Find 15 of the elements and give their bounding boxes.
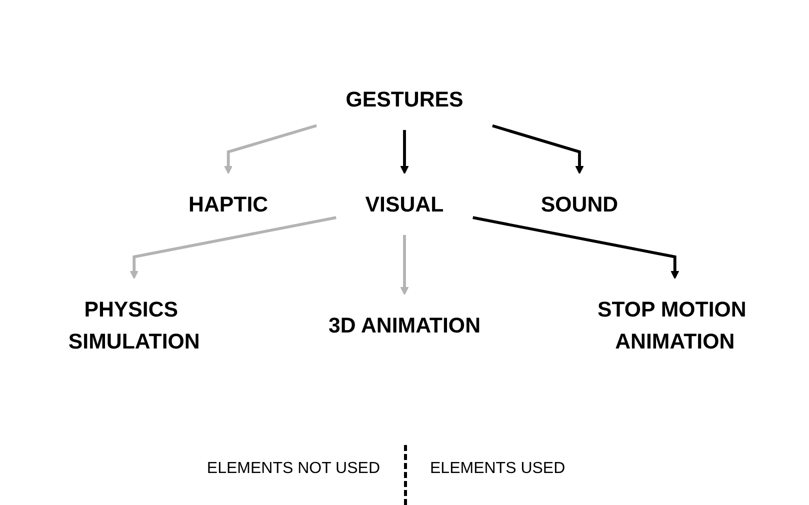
arrow bbox=[224, 124, 317, 174]
node-label: 3D ANIMATION bbox=[328, 312, 481, 338]
arrow bbox=[472, 216, 680, 279]
node-label: VISUAL bbox=[365, 192, 444, 216]
arrow bbox=[130, 216, 336, 279]
node-label: HAPTIC bbox=[188, 192, 268, 216]
arrow bbox=[400, 234, 409, 295]
node-label: STOP MOTION ANIMATION bbox=[597, 296, 746, 354]
arrow bbox=[400, 130, 409, 174]
node-label: SOUND bbox=[540, 192, 618, 216]
node-label: GESTURES bbox=[346, 86, 464, 112]
side-caption: ELEMENTS USED bbox=[430, 460, 566, 478]
node-label: PHYSICS SIMULATION bbox=[68, 296, 200, 354]
arrow bbox=[492, 124, 584, 174]
side-caption: ELEMENTS NOT USED bbox=[206, 460, 380, 478]
